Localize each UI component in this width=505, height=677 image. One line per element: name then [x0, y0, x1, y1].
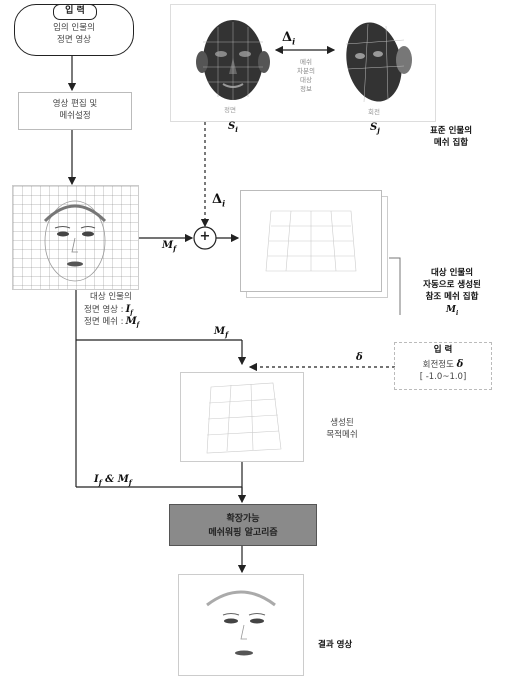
generated-mesh-image: [180, 372, 304, 462]
input-line-1: 임의 인물의: [15, 23, 133, 34]
target-person-line-3: 정면 메쉬 :Mf: [84, 316, 139, 331]
result-face-image: [178, 574, 304, 676]
input-title: 입 력: [53, 4, 97, 20]
target-mesh-line-3: 참조 메쉬 집합: [404, 292, 500, 303]
target-mesh-line-1: 대상 인물의: [404, 268, 500, 279]
algorithm-line-1: 확장가능: [170, 511, 316, 524]
si-label: Si: [228, 121, 238, 134]
front-small-label: 정면: [224, 104, 236, 114]
target-mesh-line-2: 자동으로 생성된: [404, 280, 500, 291]
mesh-stack-bracket: [389, 258, 400, 315]
input-line-2: 정면 영상: [15, 35, 133, 46]
standard-delta-label: Δi: [282, 30, 295, 47]
if-mf-label: If & Mf: [94, 474, 132, 487]
rotation-line-2: [ -1.0~1.0]: [395, 372, 491, 383]
mf-label-line: Mf: [214, 326, 228, 339]
rotated-small-label: 회전: [368, 106, 380, 116]
edit-line-1: 영상 편집 및: [19, 99, 131, 110]
target-person-line-1: 대상 인물의: [90, 292, 132, 303]
algorithm-box: 확장가능 메쉬워핑 알고리즘: [169, 504, 317, 546]
mf-label-plus: Mf: [162, 240, 176, 253]
standard-caption-1: 표준 인물의: [408, 126, 494, 137]
standard-caption-2: 메쉬 집합: [408, 138, 494, 149]
sj-label: Sj: [370, 122, 380, 135]
add-delta-label: Δi: [212, 192, 225, 209]
plus-sign: +: [198, 229, 212, 244]
standard-face-front: [193, 12, 273, 104]
delta-vertical-words: 메쉬 차분의 대상 정보: [294, 58, 318, 94]
rotation-line-1: 회전정도 δ: [395, 359, 491, 371]
generated-line-2: 목적메쉬: [312, 430, 372, 441]
target-face-mesh: [12, 185, 139, 290]
result-label: 결과 영상: [318, 640, 352, 651]
generated-line-1: 생성된: [312, 418, 372, 429]
edit-line-2: 메쉬설정: [19, 111, 131, 122]
algorithm-line-2: 메쉬워핑 알고리즘: [170, 525, 316, 538]
standard-face-rotated: [338, 14, 418, 106]
rotation-input-box: 입 력 회전정도 δ [ -1.0~1.0]: [394, 342, 492, 390]
edit-step-box: 영상 편집 및 메쉬설정: [18, 92, 132, 130]
rotation-delta-label: δ: [356, 352, 363, 363]
input-pill: 입 력 임의 인물의 정면 영상: [14, 4, 134, 56]
mi-label: Mi: [446, 305, 458, 317]
rotation-title: 입 력: [395, 345, 491, 356]
mesh-stack-front: [240, 190, 382, 292]
